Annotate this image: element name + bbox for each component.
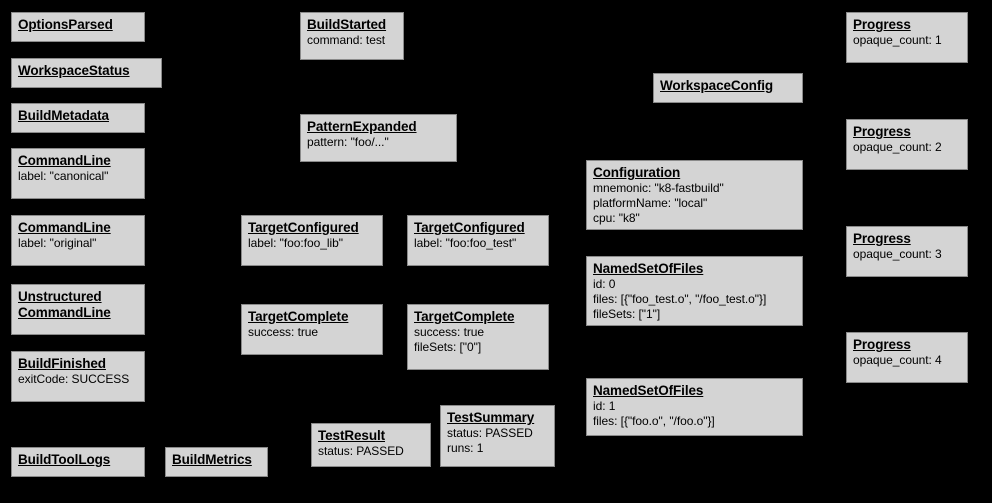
event-node-fields: exitCode: SUCCESS xyxy=(18,372,138,387)
event-node-title: NamedSetOfFiles xyxy=(593,261,704,276)
event-node-title: BuildStarted xyxy=(307,17,387,32)
event-node-field: pattern: "foo/..." xyxy=(307,135,389,149)
event-node-build-metrics[interactable]: BuildMetrics xyxy=(165,447,268,477)
event-node-field: platformName: "local" xyxy=(593,196,708,210)
event-node-field: cpu: "k8" xyxy=(593,211,640,225)
event-node-fields: opaque_count: 3 xyxy=(853,247,961,262)
event-node-field: label: "foo:foo_test" xyxy=(414,236,517,250)
event-node-fields: command: test xyxy=(307,33,397,48)
event-node-title: WorkspaceStatus xyxy=(18,63,130,78)
event-node-title: Progress xyxy=(853,17,911,32)
event-node-field: fileSets: ["0"] xyxy=(414,340,482,354)
event-node-title: CommandLine xyxy=(18,220,111,235)
event-node-field: opaque_count: 4 xyxy=(853,353,942,367)
event-node-title: OptionsParsed xyxy=(18,17,113,32)
event-node-title: TargetComplete xyxy=(414,309,515,324)
event-node-field: mnemonic: "k8-fastbuild" xyxy=(593,181,724,195)
event-node-field: label: "canonical" xyxy=(18,169,109,183)
event-node-fields: success: true xyxy=(248,325,376,340)
event-node-field: opaque_count: 1 xyxy=(853,33,942,47)
event-node-fields: opaque_count: 1 xyxy=(853,33,961,48)
event-node-field: fileSets: ["1"] xyxy=(593,307,661,321)
event-node-field: status: PASSED xyxy=(318,444,404,458)
event-node-field: label: "original" xyxy=(18,236,97,250)
event-node-fields: pattern: "foo/..." xyxy=(307,135,450,150)
event-node-title: WorkspaceConfig xyxy=(660,78,774,93)
event-node-field: files: [{"foo_test.o", "/foo_test.o"}] xyxy=(593,292,767,306)
event-node-field: success: true xyxy=(414,325,485,339)
event-node-title: NamedSetOfFiles xyxy=(593,383,704,398)
event-node-title: BuildFinished xyxy=(18,356,106,371)
event-node-workspace-status[interactable]: WorkspaceStatus xyxy=(11,58,162,88)
event-node-title: TestSummary xyxy=(447,410,535,425)
event-node-field: label: "foo:foo_lib" xyxy=(248,236,343,250)
event-node-field: opaque_count: 3 xyxy=(853,247,942,261)
event-node-fields: mnemonic: "k8-fastbuild"platformName: "l… xyxy=(593,181,796,226)
event-node-title: BuildMetrics xyxy=(172,452,252,467)
event-node-options-parsed[interactable]: OptionsParsed xyxy=(11,12,145,42)
event-node-title: CommandLine xyxy=(18,153,111,168)
event-node-unstructured-command-line[interactable]: Unstructured CommandLine xyxy=(11,284,145,335)
event-node-fields: label: "original" xyxy=(18,236,138,251)
event-node-title: PatternExpanded xyxy=(307,119,417,134)
event-node-field: id: 1 xyxy=(593,399,616,413)
event-node-title: BuildToolLogs xyxy=(18,452,111,467)
event-node-title: TargetConfigured xyxy=(248,220,359,235)
event-node-field: success: true xyxy=(248,325,319,339)
event-node-build-metadata[interactable]: BuildMetadata xyxy=(11,103,145,133)
event-node-fields: label: "canonical" xyxy=(18,169,138,184)
event-node-fields: label: "foo:foo_test" xyxy=(414,236,542,251)
event-node-field: command: test xyxy=(307,33,386,47)
event-node-title: TestResult xyxy=(318,428,386,443)
event-node-title: Progress xyxy=(853,124,911,139)
event-node-title: Unstructured CommandLine xyxy=(18,289,111,320)
event-node-title: BuildMetadata xyxy=(18,108,109,123)
event-node-title: Progress xyxy=(853,337,911,352)
event-node-title: Configuration xyxy=(593,165,681,180)
event-node-fields: opaque_count: 4 xyxy=(853,353,961,368)
event-node-title: TargetComplete xyxy=(248,309,349,324)
event-node-field: status: PASSED xyxy=(447,426,533,440)
event-node-fields: status: PASSED xyxy=(318,444,424,459)
event-node-field: runs: 1 xyxy=(447,441,484,455)
event-node-fields: opaque_count: 2 xyxy=(853,140,961,155)
event-node-field: files: [{"foo.o", "/foo.o"}] xyxy=(593,414,715,428)
event-node-fields: label: "foo:foo_lib" xyxy=(248,236,376,251)
event-node-build-tool-logs[interactable]: BuildToolLogs xyxy=(11,447,145,477)
event-node-workspace-config[interactable]: WorkspaceConfig xyxy=(653,73,803,103)
event-node-field: exitCode: SUCCESS xyxy=(18,372,130,386)
event-node-title: Progress xyxy=(853,231,911,246)
event-node-title: TargetConfigured xyxy=(414,220,525,235)
event-node-field: opaque_count: 2 xyxy=(853,140,942,154)
event-node-field: id: 0 xyxy=(593,277,616,291)
